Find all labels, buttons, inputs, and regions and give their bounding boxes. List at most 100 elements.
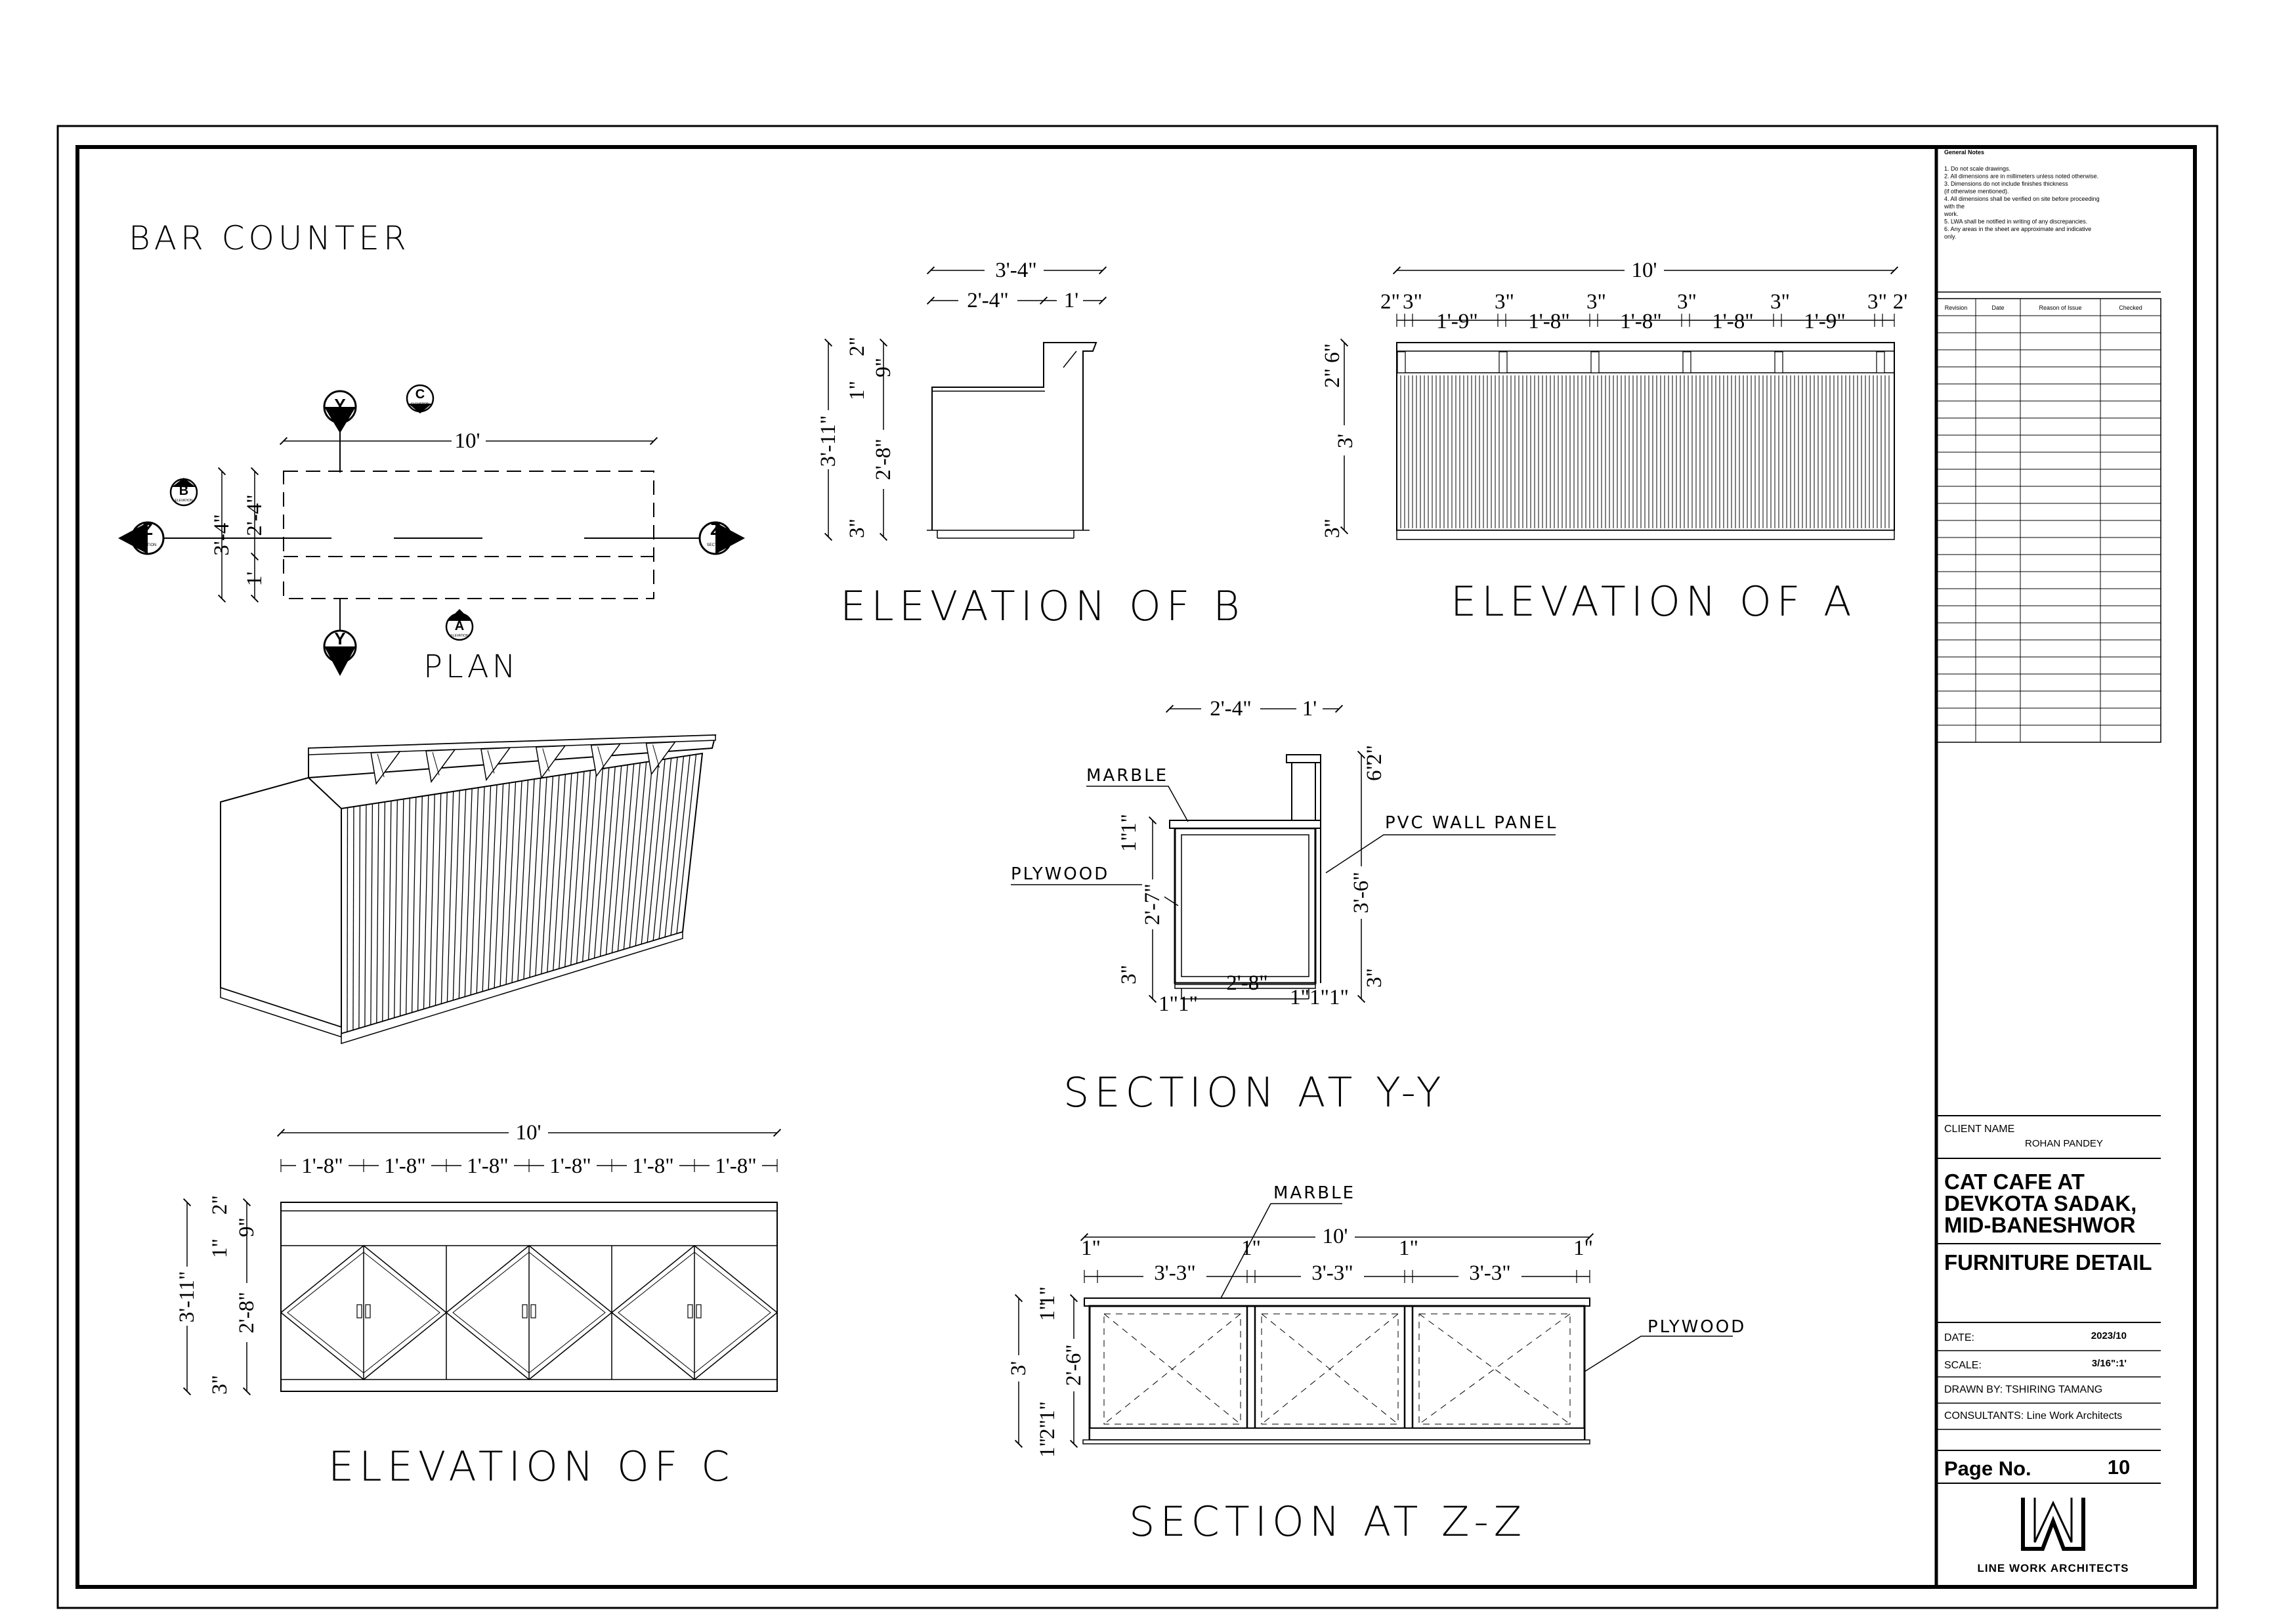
elev-a-segment-11: 3" [1867, 290, 1887, 314]
elev-b-dim-left-5: 3" [845, 518, 869, 538]
elevation-a-slats [1397, 351, 1890, 528]
perspective-view [220, 734, 717, 1045]
elev-b-dim-top-b: 1' [1064, 289, 1078, 312]
elev-a-dim-left-2: 2" [1321, 368, 1344, 388]
section-zz-dim-left-3: 2'-6" [1062, 1344, 1086, 1385]
scale-label: SCALE: [1944, 1360, 1982, 1371]
svg-text:ELEVATION: ELEVATION [411, 402, 429, 406]
notes-list: 1. Do not scale drawings.2. All dimensio… [1944, 165, 2100, 240]
plan-title: PLAN [423, 648, 519, 685]
section-yy-label-pvc: PVC WALL PANEL [1385, 813, 1558, 833]
svg-text:ELEVATION: ELEVATION [450, 634, 469, 638]
svg-text:SECTION: SECTION [331, 651, 349, 655]
section-zz-label-plywood: PLYWOOD [1648, 1317, 1746, 1337]
drawn-by: DRAWN BY: TSHIRING TAMANG [1944, 1384, 2102, 1395]
svg-text:ELEVATION: ELEVATION [175, 499, 193, 503]
elev-a-segment-2: 1'-9" [1436, 310, 1478, 333]
section-yy-dim-left-2: 1" [1117, 832, 1141, 852]
section-zz-segment-4: 1" [1399, 1236, 1418, 1260]
note-item-1: 2. All dimensions are in millimeters unl… [1944, 173, 2098, 180]
elev-c-dim-top: 10' [516, 1121, 542, 1145]
svg-text:Z: Z [710, 519, 721, 539]
section-yy-dim-left-3: 2'-7" [1141, 883, 1164, 925]
client-name: ROHAN PANDEY [2025, 1138, 2103, 1149]
elev-a-title: ELEVATION OF A [1451, 578, 1857, 625]
firm-logo [2021, 1498, 2085, 1551]
elev-a-segment-0: 2" [1380, 290, 1400, 314]
firm-name: LINE WORK ARCHITECTS [1978, 1562, 2129, 1574]
svg-text:Z: Z [142, 519, 153, 539]
section-yy-title: SECTION AT Y-Y [1063, 1068, 1446, 1116]
sheet-title: BAR COUNTER [129, 219, 410, 257]
section-yy-label-plywood: PLYWOOD [1011, 864, 1109, 884]
elev-a-dim-top: 10' [1632, 259, 1657, 282]
elev-a-segment-8: 1'-8" [1712, 310, 1753, 333]
elev-c-segment-5: 1'-8" [715, 1154, 756, 1178]
elevation-c: 10' 1'-8"1'-8"1'-8"1'-8"1'-8"1'-8" 3'-11… [175, 1118, 782, 1490]
svg-text:SECTION: SECTION [139, 543, 157, 547]
section-zz-segment-2: 1" [1241, 1236, 1261, 1260]
sheet-name: FURNITURE DETAIL [1944, 1250, 2152, 1275]
svg-text:A: A [455, 619, 464, 633]
section-zz-bays [1103, 1306, 1571, 1428]
section-yy-dim-left-1: 1" [1117, 814, 1141, 833]
date-value: 2023/10 [2091, 1330, 2127, 1341]
elev-c-segment-4: 1'-8" [632, 1154, 673, 1178]
note-item-6: work. [1944, 211, 1959, 217]
svg-text:Y: Y [334, 395, 345, 415]
section-yy-dim-top-b: 1' [1302, 697, 1317, 721]
section-zz-dim-left-5: 2" [1036, 1420, 1059, 1439]
revision-header-1: Date [1991, 305, 2004, 311]
section-yy-dim-left-4: 3" [1117, 965, 1141, 984]
note-item-2: 3. Dimensions do not include finishes th… [1944, 180, 2068, 187]
elev-a-segment-6: 1'-8" [1620, 310, 1661, 333]
elev-a-segment-3: 3" [1495, 290, 1514, 314]
plan-tag-a: A ELEVATION [445, 609, 474, 641]
note-item-0: 1. Do not scale drawings. [1944, 165, 2010, 172]
title-block: General Notes 1. Do not scale drawings.2… [1936, 149, 2161, 1574]
elev-b-dim-top-a: 2'-4" [967, 289, 1008, 312]
elev-b-dim-left-total: 3'-11" [817, 415, 840, 467]
elev-c-dim-left-3: 1" [208, 1238, 232, 1258]
elev-b-dim-left-2: 9" [872, 358, 895, 377]
elev-b-dim-left-3: 1" [845, 381, 869, 400]
section-zz-title: SECTION AT Z-Z [1129, 1498, 1527, 1546]
elev-c-segment-3: 1'-8" [549, 1154, 591, 1178]
section-zz-dim-left-total: 3' [1007, 1361, 1031, 1376]
plan-tag-y-bottom: Y SECTION [323, 629, 357, 676]
elevation-b: 3'-4" 2'-4" 1' 3'-11" 2" 9" 1" 2'-8" 3" … [817, 256, 1240, 630]
elev-a-segment-1: 3" [1403, 290, 1422, 314]
project-line-2: DEVKOTA SADAK, [1944, 1191, 2137, 1215]
plan-dim-left-inner: 2'-4" [243, 494, 266, 536]
revision-header-2: Reason of Issue [2039, 305, 2081, 311]
note-item-4: 4. All dimensions shall be verified on s… [1944, 196, 2100, 202]
note-item-9: only. [1944, 234, 1956, 240]
page-label: Page No. [1944, 1457, 2031, 1480]
section-yy-label-marble: MARBLE [1086, 766, 1168, 786]
elev-c-dim-left-5: 3" [208, 1375, 232, 1395]
note-item-5: with the [1944, 203, 1965, 210]
elev-c-dim-left-2: 9" [235, 1217, 259, 1237]
elev-c-dim-left-4: 2'-8" [235, 1292, 259, 1333]
date-label: DATE: [1944, 1332, 1974, 1343]
project-line-1: CAT CAFE AT [1944, 1170, 2085, 1194]
revision-header-0: Revision [1945, 305, 1968, 311]
elev-a-segment-7: 3" [1677, 290, 1697, 314]
plan-tag-z-right: Z SECTION [698, 519, 745, 555]
revision-header-3: Checked [2119, 305, 2142, 311]
section-yy-dim-right-1: 6" [1363, 761, 1386, 781]
elev-b-dim-left-1: 2" [845, 337, 869, 356]
section-zz-dim-left-2: 1" [1036, 1301, 1059, 1321]
client-label: CLIENT NAME [1944, 1124, 2014, 1135]
section-zz-dim-left-1: 1" [1036, 1286, 1059, 1306]
note-item-3: (if otherwise mentioned). [1944, 188, 2009, 195]
plan-tag-z-left: Z SECTION [118, 519, 165, 555]
plan-view: 10' 3'-4" 2'-4" 1' Y SECTION Y SECTION Z… [118, 384, 745, 685]
elev-c-segment-2: 1'-8" [467, 1154, 508, 1178]
elev-a-segment-9: 3" [1770, 290, 1790, 314]
section-yy-dim-right-2: 2" [1363, 745, 1386, 765]
scale-value: 3/16":1' [2092, 1358, 2127, 1369]
project-line-3: MID-BANESHWOR [1944, 1213, 2136, 1237]
page-value: 10 [2108, 1456, 2130, 1479]
